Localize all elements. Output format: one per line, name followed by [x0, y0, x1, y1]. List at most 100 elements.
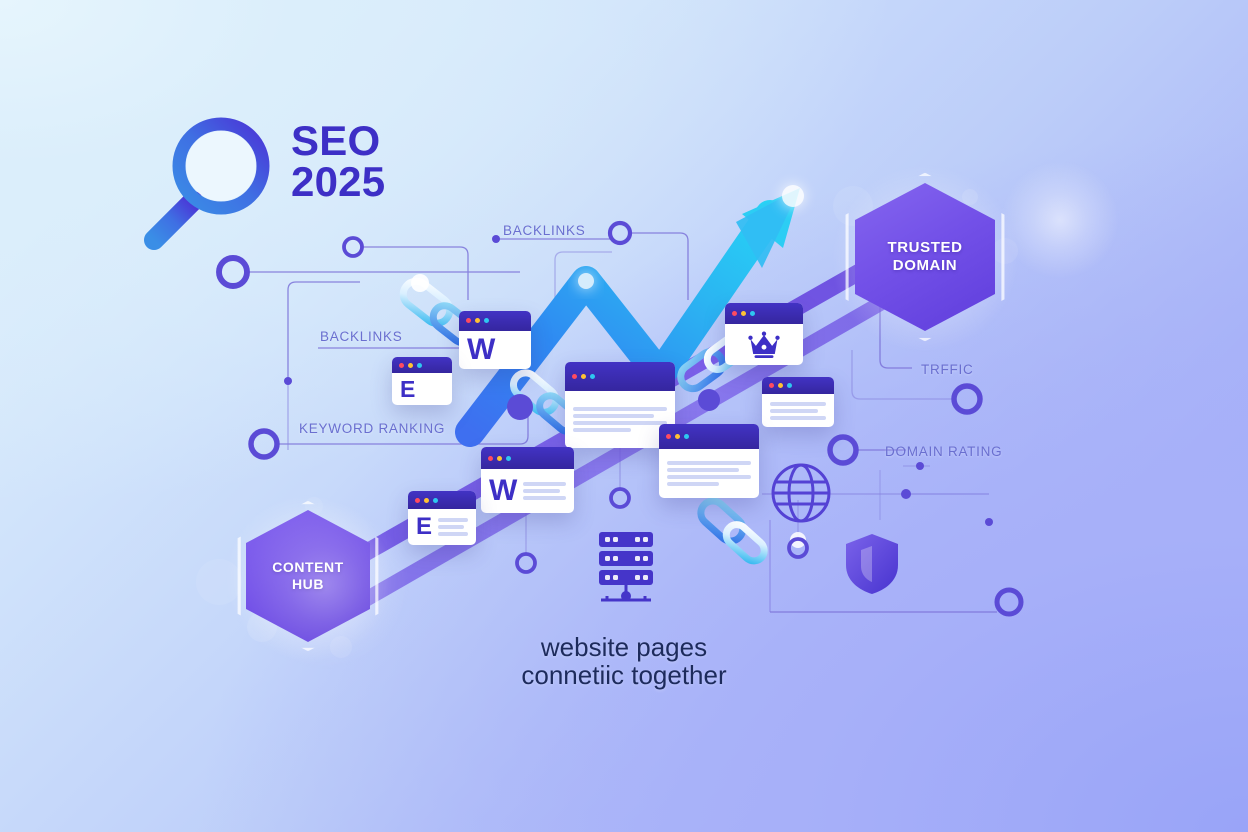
node-ring-right-upper — [951, 383, 983, 415]
window-close-dot[interactable] — [466, 318, 471, 324]
window-content-lines — [667, 461, 751, 487]
arrow-kink-glow — [578, 273, 594, 289]
node-ring-center-low — [609, 487, 631, 509]
node-dot-left-mid — [284, 377, 292, 385]
label-backlinks-top: BACKLINKS — [503, 223, 586, 238]
arrow-head-shade — [736, 188, 800, 268]
window-maximize-dot[interactable] — [787, 383, 792, 388]
caption-line-1: website pages — [540, 632, 708, 662]
node-ring-left-upper — [216, 255, 250, 289]
window-content: W — [481, 469, 574, 513]
server-rack-icon — [599, 532, 653, 602]
node-dot-right — [901, 489, 911, 499]
label-keyword-ranking: KEYWORD RANKING — [299, 421, 446, 436]
window-content — [725, 324, 803, 365]
window-content: W — [459, 331, 531, 369]
window-title-bar — [481, 447, 574, 470]
crown-icon — [748, 331, 780, 359]
window-close-dot[interactable] — [769, 383, 774, 388]
window-minimize-dot[interactable] — [675, 434, 680, 440]
brand-line-2: 2025 — [291, 158, 386, 206]
caption-line-2: connetiic together — [521, 660, 727, 691]
chain-link — [697, 497, 768, 565]
connector-line — [277, 400, 529, 445]
content-line — [573, 428, 632, 433]
label-backlinks-left: BACKLINKS — [320, 329, 403, 344]
globe-icon — [771, 463, 831, 523]
window-maximize-dot[interactable] — [433, 497, 438, 503]
window-card-right[interactable] — [762, 377, 834, 427]
window-minimize-dot[interactable] — [475, 318, 480, 324]
window-minimize-dot[interactable] — [497, 455, 502, 461]
window-minimize-dot[interactable] — [581, 374, 586, 380]
window-maximize-dot[interactable] — [590, 374, 595, 380]
content-line — [770, 415, 826, 420]
badge-line-1: TRUSTED — [887, 239, 963, 257]
node-ring-lower-right — [994, 587, 1024, 617]
window-maximize-dot[interactable] — [684, 434, 689, 440]
content-line — [573, 407, 667, 412]
brand-line-1: SEO — [291, 117, 381, 164]
window-minimize-dot[interactable] — [778, 383, 783, 388]
content-line — [573, 414, 654, 419]
content-line — [438, 525, 464, 530]
window-maximize-dot[interactable] — [417, 362, 422, 368]
window-minimize-dot[interactable] — [741, 311, 746, 317]
node-dot-upper — [492, 235, 500, 243]
window-close-dot[interactable] — [666, 434, 671, 440]
content-line — [523, 496, 566, 501]
node-ring-right-mid — [827, 434, 859, 466]
magnifier-icon — [144, 117, 270, 250]
node-ring-mid-upper — [342, 236, 364, 258]
connector-line — [851, 350, 954, 400]
badge-line-1: CONTENT — [272, 559, 344, 576]
content-line — [573, 421, 667, 426]
content-line — [438, 532, 468, 537]
node-ring-left-lower — [248, 428, 280, 460]
window-maximize-dot[interactable] — [506, 455, 511, 461]
chain-glow — [411, 274, 429, 292]
window-close-dot[interactable] — [415, 497, 420, 503]
node-dot-far-right — [985, 518, 993, 526]
window-content — [762, 394, 834, 427]
window-card-e-top[interactable]: E — [392, 357, 452, 405]
window-close-dot[interactable] — [488, 455, 493, 461]
window-content-lines — [523, 482, 566, 501]
connector-line — [630, 232, 689, 300]
window-card-w-mid[interactable]: W — [481, 447, 574, 513]
window-close-dot[interactable] — [732, 311, 737, 317]
window-glyph: E — [400, 375, 416, 402]
window-minimize-dot[interactable] — [408, 362, 413, 368]
window-title-bar — [725, 303, 803, 325]
window-card-crown[interactable] — [725, 303, 803, 365]
content-line — [667, 468, 740, 473]
badge-line-2: DOMAIN — [892, 257, 958, 274]
window-title-bar — [459, 311, 531, 331]
window-card-lower[interactable] — [659, 424, 759, 498]
window-maximize-dot[interactable] — [750, 311, 755, 317]
window-card-main[interactable] — [565, 362, 675, 448]
window-card-e-mid[interactable]: E — [408, 491, 476, 545]
connector-line — [554, 251, 612, 320]
window-maximize-dot[interactable] — [484, 318, 489, 324]
content-line — [770, 408, 819, 413]
window-close-dot[interactable] — [572, 374, 577, 380]
window-glyph: W — [467, 332, 496, 366]
window-title-bar — [659, 424, 759, 450]
window-card-w-top[interactable]: W — [459, 311, 531, 369]
content-line — [667, 475, 751, 480]
content-line — [523, 489, 561, 494]
window-title-bar — [408, 491, 476, 510]
window-minimize-dot[interactable] — [424, 497, 429, 503]
content-line — [523, 482, 566, 487]
page-title: SEO 2025 — [291, 117, 386, 206]
shield-icon — [846, 534, 898, 594]
window-content-lines — [438, 518, 468, 537]
window-content — [659, 449, 759, 498]
node-ring-lower-mid — [787, 537, 809, 559]
arrow-tip-glow — [782, 185, 804, 207]
window-content-lines — [573, 407, 667, 433]
window-close-dot[interactable] — [399, 362, 404, 368]
